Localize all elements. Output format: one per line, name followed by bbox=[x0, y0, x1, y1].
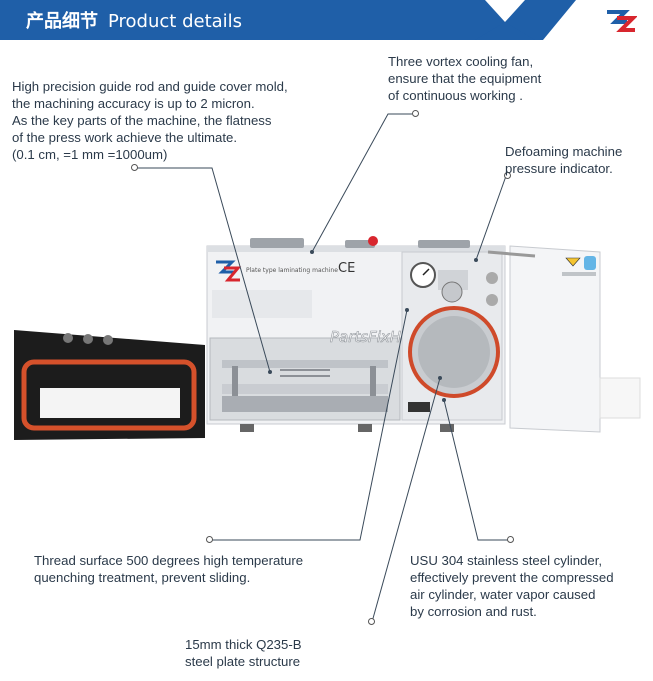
callout-stainless-cylinder: USU 304 stainless steel cylinder, effect… bbox=[410, 553, 614, 619]
callout-steel-plate: 15mm thick Q235-B steel plate structure bbox=[185, 637, 302, 669]
callout-pressure-indicator: Defoaming machine pressure indicator. bbox=[505, 144, 623, 176]
callout-dot-steel-plate bbox=[368, 618, 375, 625]
right-door bbox=[487, 245, 641, 433]
panel-label: Plate type laminating machine bbox=[246, 267, 338, 274]
ce-mark: CE bbox=[338, 261, 355, 276]
callout-cooling-fan: Three vortex cooling fan, ensure that th… bbox=[388, 54, 542, 103]
header-title-cn: 产品细节 bbox=[26, 11, 98, 32]
left-door bbox=[14, 330, 205, 440]
leader-end-dots bbox=[268, 250, 478, 402]
callout-guide-rod: High precision guide rod and guide cover… bbox=[12, 79, 288, 162]
header-title: 产品细节 Product details bbox=[26, 7, 242, 33]
callout-dot-stainless-cylinder bbox=[507, 536, 514, 543]
brand-logo-icon bbox=[607, 10, 637, 32]
callout-thread-surface: Thread surface 500 degrees high temperat… bbox=[34, 553, 304, 585]
defoaming-chamber bbox=[401, 251, 503, 421]
header-title-en: Product details bbox=[108, 11, 243, 32]
callout-dot-cooling-fan bbox=[412, 110, 419, 117]
header-banner: 产品细节 Product details bbox=[0, 0, 653, 40]
watermark: PartsFixH bbox=[330, 328, 401, 346]
callout-dot-thread-surface bbox=[206, 536, 213, 543]
callout-dot-guide-rod bbox=[131, 164, 138, 171]
leader-lines bbox=[135, 113, 508, 623]
callout-dot-pressure-indicator bbox=[504, 172, 511, 179]
header-decoration bbox=[475, 0, 535, 40]
